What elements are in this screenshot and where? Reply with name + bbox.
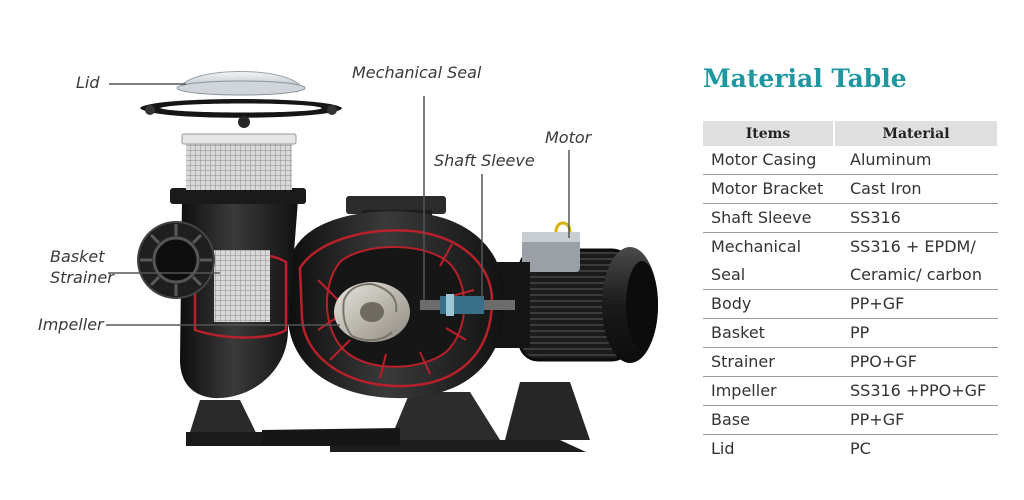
material-cell: Ceramic/ carbon <box>834 261 998 290</box>
impeller <box>334 282 410 342</box>
item-cell: Impeller <box>703 376 834 406</box>
material-cell: Aluminum <box>834 146 998 175</box>
table-header-row: Items Material <box>703 121 999 146</box>
item-cell: Shaft Sleeve <box>703 203 834 233</box>
table-row: Lid PC <box>703 435 998 464</box>
table-row: Body PP+GF <box>703 289 998 319</box>
table-row: Mechanical SS316 + EPDM/ <box>703 233 998 262</box>
item-cell: Motor Bracket <box>703 174 834 204</box>
strainer-housing <box>137 188 306 399</box>
material-table-title: Material Table <box>703 64 907 93</box>
basket <box>181 133 297 190</box>
material-cell: PPO+GF <box>834 347 998 377</box>
item-cell: Motor Casing <box>703 146 834 175</box>
table-row: Basket PP <box>703 318 998 348</box>
item-cell: Basket <box>703 318 834 348</box>
material-cell: SS316 <box>834 203 998 233</box>
table-row: Motor Casing Aluminum <box>703 146 998 175</box>
base <box>186 382 590 452</box>
item-cell: Base <box>703 405 834 435</box>
item-cell: Body <box>703 289 834 319</box>
material-cell: SS316 + EPDM/ <box>850 237 976 256</box>
item-cell: Seal <box>703 261 834 290</box>
basket-strainer-label-line2: Strainer <box>50 268 114 287</box>
table-row: Seal Ceramic/ carbon <box>703 261 998 290</box>
header-material: Material <box>834 121 999 146</box>
pump-cutaway-illustration <box>106 71 658 452</box>
item-cell: Mechanical <box>711 237 802 256</box>
motor-label: Motor <box>545 128 592 147</box>
table-row: Strainer PPO+GF <box>703 347 998 377</box>
impeller-label: Impeller <box>38 315 104 334</box>
item-cell: Lid <box>711 439 735 458</box>
material-cell: PP+GF <box>834 405 998 435</box>
leader-lines <box>106 83 570 326</box>
basket-strainer-label-line1: Basket <box>50 247 105 266</box>
table-row: Base PP+GF <box>703 405 998 435</box>
material-table: Items Material Motor Casing Aluminum Mot… <box>703 121 999 463</box>
table-row: Motor Bracket Cast Iron <box>703 174 998 204</box>
table-row: Shaft Sleeve SS316 <box>703 203 998 233</box>
material-cell: Cast Iron <box>834 174 998 204</box>
material-cell: PC <box>850 439 871 458</box>
material-cell: PP+GF <box>834 289 998 319</box>
header-items: Items <box>703 121 835 146</box>
table-row: Impeller SS316 +PPO+GF <box>703 376 998 406</box>
motor <box>470 221 658 363</box>
lid-label: Lid <box>76 73 100 92</box>
item-cell: Strainer <box>703 347 834 377</box>
material-cell: PP <box>834 318 998 348</box>
basket-strainer-label: Basket Strainer <box>50 246 114 288</box>
shaft-sleeve-label: Shaft Sleeve <box>434 151 535 170</box>
material-cell: SS316 +PPO+GF <box>834 376 998 406</box>
mechanical-seal-label: Mechanical Seal <box>352 63 482 82</box>
lid <box>140 71 342 128</box>
